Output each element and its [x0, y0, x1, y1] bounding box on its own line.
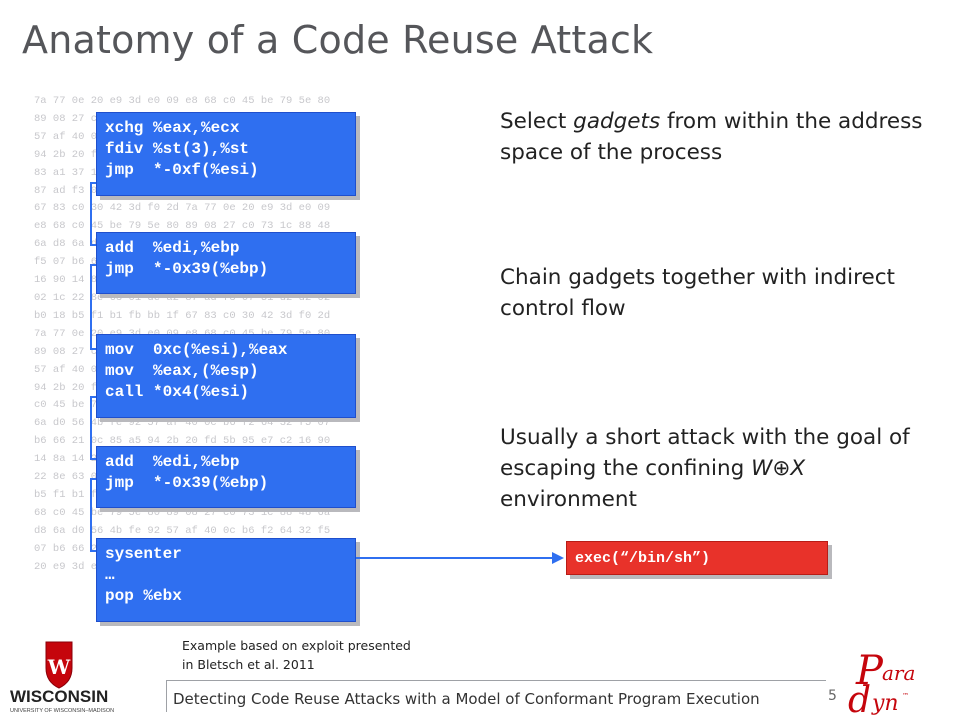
uw-crest-icon: W WISCONSIN UNIVERSITY OF WISCONSIN–MADI… — [10, 641, 114, 714]
svg-text:ara: ara — [882, 661, 915, 685]
svg-text:yn: yn — [871, 691, 899, 716]
gadget-instruction: … — [105, 566, 115, 584]
page-number: 5 — [828, 688, 837, 704]
footer-divider-vertical — [166, 680, 167, 712]
gadget-instruction: add %edi,%ebp — [105, 453, 240, 471]
gadget-box: xchg %eax,%ecx fdiv %st(3),%st jmp *-0xf(%… — [96, 112, 356, 196]
gadget-instruction: jmp *-0xf(%esi) — [105, 161, 259, 179]
gadget-instruction: add %edi,%ebp — [105, 239, 240, 257]
svg-text:™: ™ — [902, 692, 909, 700]
gadget-instruction: mov 0xc(%esi),%eax — [105, 341, 288, 359]
paradyn-logo: P ara d yn ™ — [846, 646, 956, 720]
arrow-line — [356, 557, 556, 559]
slide-title: Anatomy of a Code Reuse Attack — [22, 18, 654, 62]
bullet-select-gadgets: Select gadgets from within the address s… — [500, 109, 923, 165]
uw-wordmark: WISCONSIN — [10, 687, 108, 706]
gadget-instruction: xchg %eax,%ecx — [105, 119, 240, 137]
gadget-instruction: fdiv %st(3),%st — [105, 140, 250, 158]
gadget-box: mov 0xc(%esi),%eax mov %eax,(%esp) call *0… — [96, 334, 356, 418]
figure-caption: Example based on exploit presented in Bl… — [182, 638, 411, 672]
gadget-box: add %edi,%ebp jmp *-0x39(%ebp) — [96, 446, 356, 508]
gadget-instruction: mov %eax,(%esp) — [105, 362, 259, 380]
paradyn-logo-icon: P ara d yn ™ — [848, 648, 915, 720]
gadget-box: add %edi,%ebp jmp *-0x39(%ebp) — [96, 232, 356, 294]
footer-divider — [166, 680, 826, 681]
gadget-box: sysenter … pop %ebx — [96, 538, 356, 622]
gadget-instruction: pop %ebx — [105, 587, 182, 605]
bullet-chain-gadgets: Chain gadgets together with indirect con… — [500, 265, 895, 321]
gadget-instruction: jmp *-0x39(%ebp) — [105, 474, 269, 492]
uw-subtitle: UNIVERSITY OF WISCONSIN–MADISON — [10, 708, 114, 714]
uw-madison-logo: W WISCONSIN UNIVERSITY OF WISCONSIN–MADI… — [6, 640, 156, 716]
gadget-instruction: sysenter — [105, 545, 182, 563]
svg-text:W: W — [47, 655, 71, 679]
footer-title: Detecting Code Reuse Attacks with a Mode… — [173, 690, 760, 708]
arrow-head-icon — [552, 552, 564, 564]
gadget-instruction: call *0x4(%esi) — [105, 383, 250, 401]
svg-text:d: d — [848, 680, 871, 716]
gadget-instruction: jmp *-0x39(%ebp) — [105, 260, 269, 278]
exec-shell-box: exec(“/bin/sh”) — [566, 541, 828, 575]
bullet-short-attack: Usually a short attack with the goal of … — [500, 425, 910, 512]
svg-text:P: P — [855, 648, 884, 694]
